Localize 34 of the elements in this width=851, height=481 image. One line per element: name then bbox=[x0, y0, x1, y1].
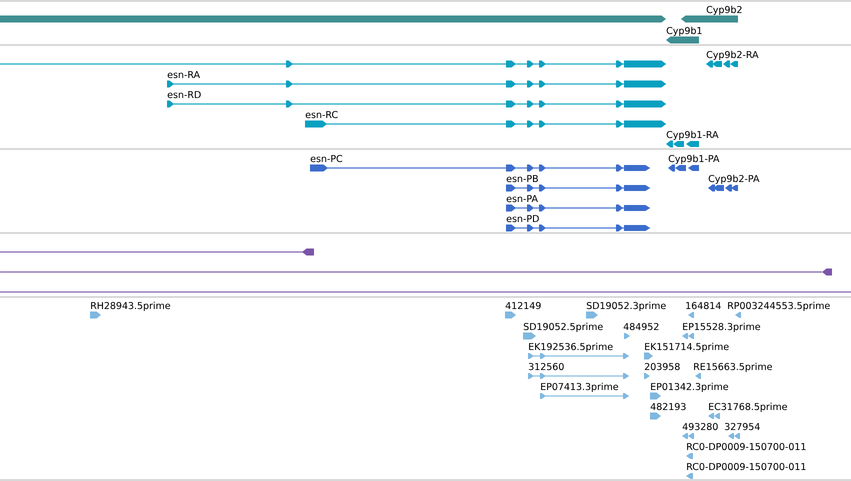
feature-label: 203958 bbox=[644, 362, 680, 370]
feature-label: esn-PD bbox=[506, 215, 539, 222]
feature-label: 482193 bbox=[650, 402, 686, 410]
feature-label: EP01342.3prime bbox=[651, 382, 728, 392]
feature-label: esn-PA bbox=[506, 195, 538, 202]
feature-label: esn-PB bbox=[506, 175, 538, 182]
feature-label: EK192536.5prime bbox=[529, 342, 613, 352]
feature-label: 412149 bbox=[506, 302, 541, 310]
feature-label: SD19052.3prime bbox=[586, 302, 666, 311]
feature-label: RH28943.5prime bbox=[91, 302, 170, 311]
feature-label: Cyp9b2-RA bbox=[706, 50, 758, 60]
feature-label: RP003244553.5prime bbox=[728, 302, 830, 311]
feature-label: Cyp9b2-PA bbox=[708, 174, 760, 184]
feature-label: esn-RD bbox=[168, 91, 201, 98]
feature-label: esn-RC bbox=[306, 110, 338, 118]
feature-label: EP15528.3prime bbox=[683, 322, 760, 332]
feature-label: esn-RA bbox=[168, 71, 200, 78]
feature-label: 493280 bbox=[682, 422, 718, 430]
feature-label: RC0-DP0009-150700-011 bbox=[687, 462, 806, 470]
feature-label: 312560 bbox=[528, 362, 564, 370]
feature-label: SD19052.5prime bbox=[524, 322, 603, 332]
feature-label: Cyp9b1 bbox=[666, 26, 702, 36]
feature-label: 327954 bbox=[724, 422, 760, 430]
feature-label: Cyp9b1-RA bbox=[666, 130, 718, 140]
feature-label: EC31768.5prime bbox=[709, 402, 787, 412]
feature-label: EK151714.5prime bbox=[645, 342, 729, 352]
feature-label: Cyp9b2 bbox=[706, 6, 742, 15]
feature-label: EP07413.3prime bbox=[541, 382, 618, 392]
feature-label: Cyp9b1-PA bbox=[668, 154, 720, 164]
feature-label: RE15663.5prime bbox=[694, 362, 772, 372]
feature-label: 164814 bbox=[686, 302, 721, 310]
feature-label: esn-PC bbox=[310, 154, 342, 162]
feature-label: 484952 bbox=[624, 322, 658, 330]
feature-label: RC0-DP0009-150700-011 bbox=[687, 442, 806, 450]
